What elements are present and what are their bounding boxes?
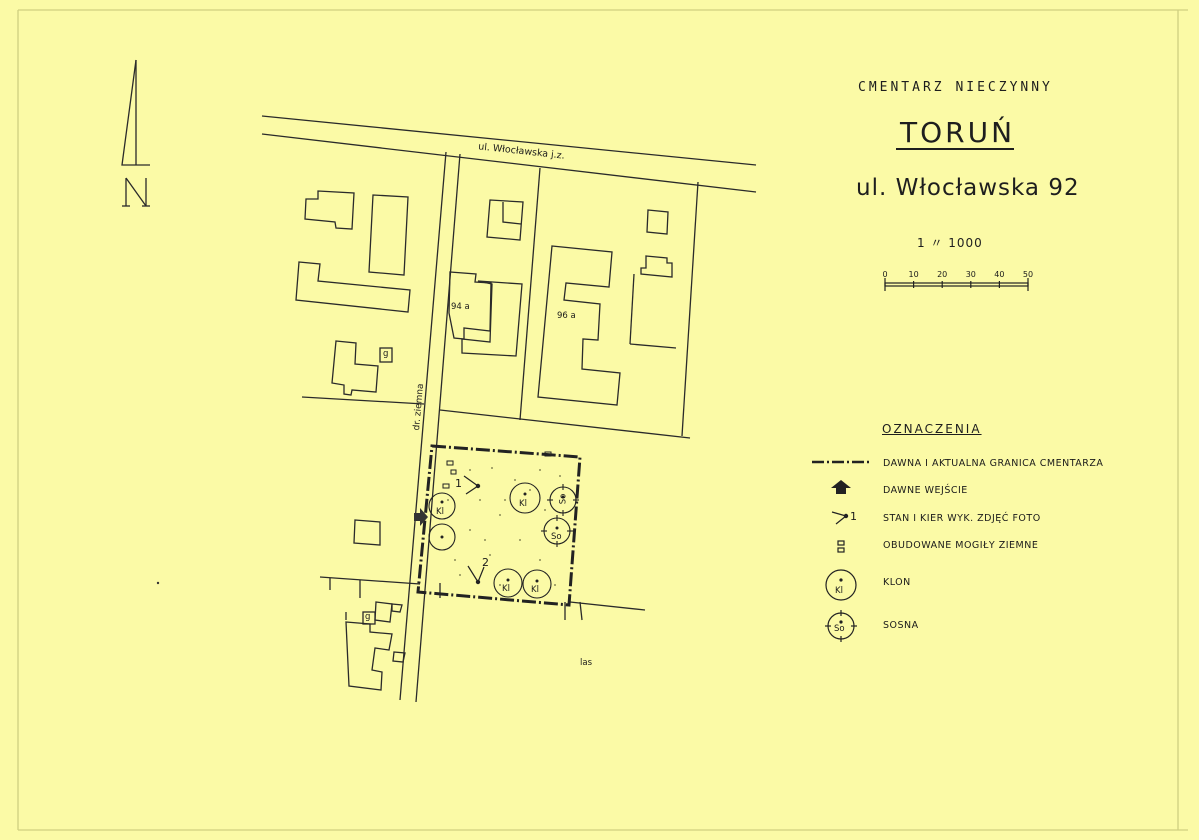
- legend-entrance-symbol: [831, 480, 851, 494]
- legend-label-photo: STAN I KIER WYK. ZDJĘĆ FOTO: [883, 513, 1041, 524]
- legend-graves-symbol: [837, 540, 845, 546]
- legend-title: OZNACZENIA: [882, 422, 982, 436]
- legend-label-maple: KLON: [883, 577, 911, 588]
- legend-maple-symbol: [825, 569, 857, 601]
- legend-label-graves: OBUDOWANE MOGIŁY ZIEMNE: [883, 540, 1039, 551]
- tree-label-maple: Kl: [531, 585, 539, 595]
- legend-label-entrance: DAWNE WEJŚCIE: [883, 485, 968, 496]
- entrance-arrow-map: [414, 508, 428, 526]
- dirt-road: [399, 151, 461, 703]
- north-arrow: [121, 59, 150, 207]
- legend-photo-number: 1: [850, 510, 857, 523]
- house-96a-label: 96 a: [557, 311, 576, 321]
- tree-label-maple: Kl: [519, 499, 527, 509]
- scale-ratio: 1 〃 1000: [917, 236, 983, 250]
- trees: [428, 482, 579, 599]
- scale-tick-label: 10: [908, 270, 919, 279]
- legend-label-boundary: DAWNA I AKTUALNA GRANICA CMENTARZA: [883, 458, 1104, 469]
- garage-label: g: [365, 612, 371, 622]
- map-subtitle: CMENTARZ NIECZYNNY: [858, 80, 1053, 95]
- tree-label-pine: So: [551, 532, 562, 542]
- title-underline: [896, 148, 1014, 150]
- scale-tick-label: 30: [965, 270, 976, 279]
- street-wloclawska: [261, 115, 757, 193]
- legend-pine-text: So: [834, 624, 845, 634]
- map-title-city: TORUŃ: [900, 116, 1016, 149]
- tree-label-maple: Kl: [502, 584, 510, 594]
- scale-tick-label: 40: [994, 270, 1005, 279]
- scale-bar: [884, 278, 1029, 291]
- photo-points: [463, 475, 485, 583]
- legend-label-pine: SOSNA: [883, 620, 919, 631]
- tree-label-maple: Kl: [436, 507, 444, 517]
- scale-tick-label: 20: [937, 270, 948, 279]
- forest-label: las: [580, 658, 592, 668]
- map-title-street: ul. Włocławska 92: [856, 175, 1080, 201]
- legend-maple-text: Kl: [835, 586, 843, 596]
- scale-tick-label: 0: [882, 270, 888, 279]
- house-94a-label: 94 a: [451, 302, 470, 312]
- tree-label-pine: So: [558, 493, 569, 505]
- photo-point-label: 2: [482, 556, 489, 569]
- garage-label: g: [383, 349, 389, 359]
- legend-photo-symbol: [831, 511, 847, 525]
- scale-tick-label: 50: [1022, 270, 1034, 279]
- cemetery-boundary: [416, 444, 582, 607]
- photo-point-label: 1: [455, 477, 462, 490]
